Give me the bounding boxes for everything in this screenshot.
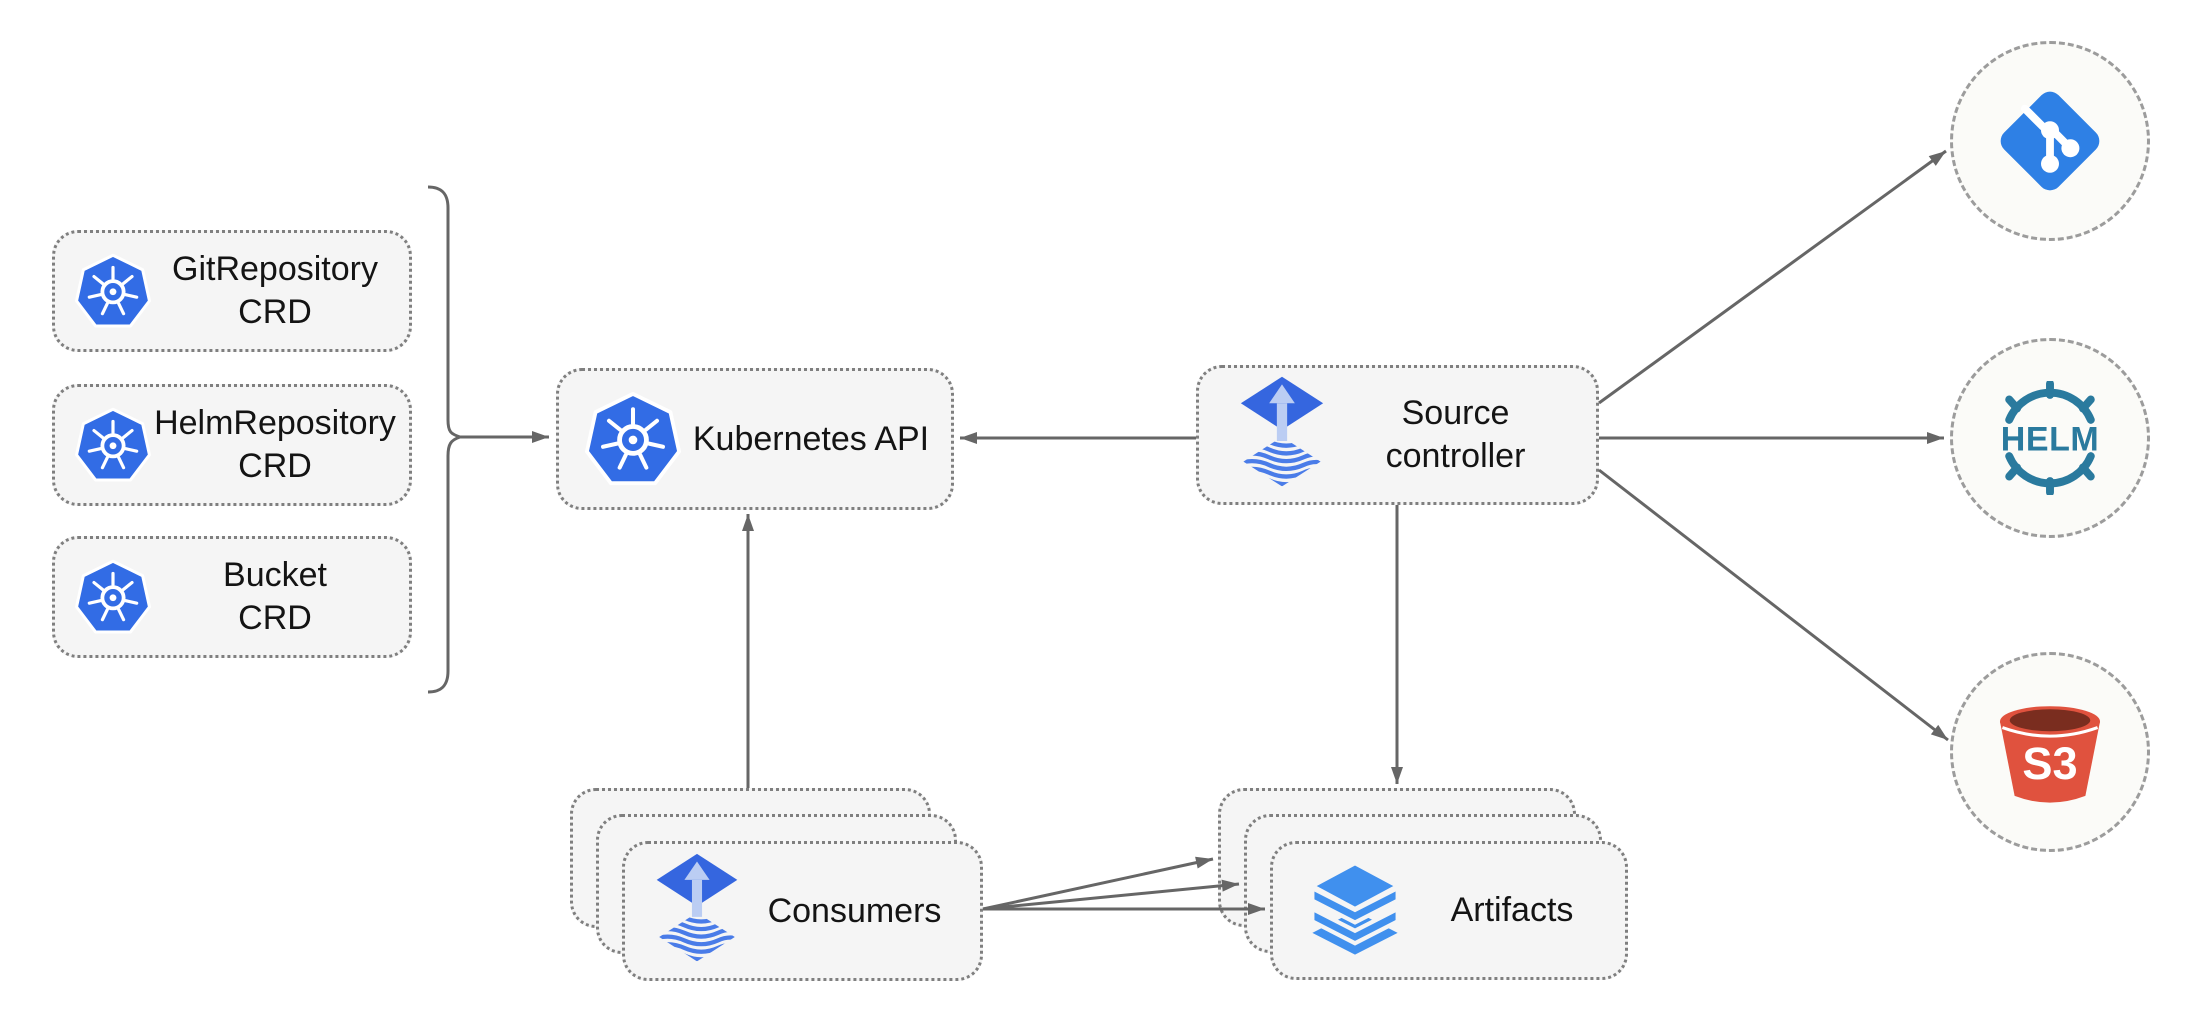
helm-label: HELM — [2001, 420, 2100, 458]
kubernetes-api-label: Kubernetes API — [692, 419, 930, 458]
node-s3-source: S3 — [1950, 652, 2150, 852]
bucket-crd-label: Bucket CRD — [151, 554, 409, 640]
helmrepository-crd-line1: HelmRepository — [154, 404, 396, 442]
s3-label: S3 — [2022, 738, 2077, 789]
helmrepository-crd-label: HelmRepository CRD — [151, 402, 409, 488]
gitrepository-crd-line2: CRD — [238, 293, 312, 331]
flux-source-icon — [655, 852, 739, 970]
source-controller-line2: controller — [1385, 437, 1526, 475]
gitrepository-crd-line1: GitRepository — [172, 250, 378, 288]
s3-bucket-icon: S3 — [1999, 706, 2101, 803]
edge-crds-brace — [427, 185, 465, 694]
git-branch-icon — [2000, 91, 2100, 191]
source-controller-label: Source controller — [1325, 392, 1596, 478]
node-gitrepository-crd: GitRepository CRD — [52, 230, 412, 352]
consumers-label: Consumers — [767, 891, 942, 930]
edge-source-controller-to-git — [1598, 149, 1947, 405]
flux-source-icon — [1239, 375, 1325, 495]
helmrepository-crd-line2: CRD — [238, 447, 312, 485]
bucket-crd-line2: CRD — [238, 599, 312, 637]
kubernetes-wheel-icon — [75, 559, 151, 635]
helm-wheel-icon: HELM — [2001, 381, 2100, 495]
kubernetes-wheel-icon — [585, 391, 681, 487]
node-bucket-crd: Bucket CRD — [52, 536, 412, 658]
layers-icon — [1301, 859, 1409, 963]
edge-consumers-to-artifacts-1 — [982, 856, 1214, 911]
node-git-source — [1950, 41, 2150, 241]
node-helmrepository-crd: HelmRepository CRD — [52, 384, 412, 506]
source-controller-line1: Source — [1401, 394, 1510, 432]
edge-consumers-to-artifacts-2 — [982, 879, 1240, 911]
edge-source-controller-to-s3 — [1598, 468, 1949, 742]
bucket-crd-line1: Bucket — [223, 556, 327, 594]
node-helm-source: HELM — [1950, 338, 2150, 538]
gitrepository-crd-label: GitRepository CRD — [151, 248, 409, 334]
node-kubernetes-api: Kubernetes API — [556, 368, 954, 510]
kubernetes-wheel-icon — [75, 407, 151, 483]
node-source-controller: Source controller — [1196, 365, 1599, 505]
kubernetes-wheel-icon — [75, 253, 151, 329]
artifacts-label: Artifacts — [1450, 891, 1574, 929]
node-artifacts: Artifacts — [1270, 841, 1628, 980]
node-consumers: Consumers — [622, 841, 983, 981]
